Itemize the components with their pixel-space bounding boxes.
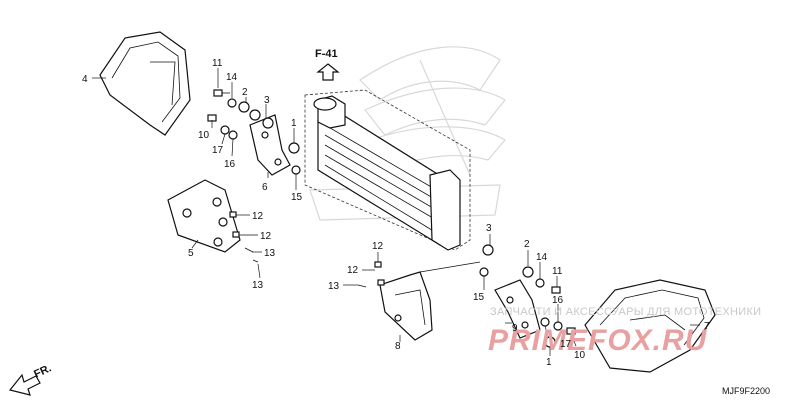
radiator xyxy=(313,95,461,251)
callout-9: 9 xyxy=(512,323,518,334)
callout-16: 16 xyxy=(552,295,564,306)
reference-arrow: F-41 xyxy=(315,48,340,81)
callout-3: 3 xyxy=(486,223,492,234)
callout-13: 13 xyxy=(252,280,264,291)
watermark-site: PRIMEFOX.RU xyxy=(488,324,708,357)
callout-17: 17 xyxy=(560,339,572,350)
callout-1: 1 xyxy=(546,357,552,368)
callout-numbers: 4 11 14 2 3 10 17 16 1 6 15 12 12 5 13 1… xyxy=(82,58,710,368)
callout-4: 4 xyxy=(82,74,88,85)
reference-label: F-41 xyxy=(315,48,338,60)
callout-11: 11 xyxy=(212,58,223,69)
callout-7: 7 xyxy=(704,321,710,332)
callout-15: 15 xyxy=(473,292,485,303)
callout-10: 10 xyxy=(198,130,210,141)
callout-13: 13 xyxy=(264,248,276,259)
diagram-code: MJF9F2200 xyxy=(722,386,770,396)
part-4-shroud xyxy=(92,31,191,136)
callout-10: 10 xyxy=(574,350,586,361)
callout-3: 3 xyxy=(264,95,270,106)
callout-15: 15 xyxy=(291,192,303,203)
callout-14: 14 xyxy=(536,252,548,263)
callout-1: 1 xyxy=(291,118,297,129)
part-8-bracket xyxy=(379,261,481,342)
part-7-shroud xyxy=(584,279,716,373)
callout-2: 2 xyxy=(242,87,248,98)
callout-12: 12 xyxy=(260,231,272,242)
callout-14: 14 xyxy=(226,72,238,83)
front-direction-indicator: FR. xyxy=(8,362,53,396)
callout-17: 17 xyxy=(212,145,224,156)
part-5-bracket xyxy=(167,179,241,253)
hardware xyxy=(207,89,576,348)
callout-12: 12 xyxy=(347,265,359,276)
part-9-stay xyxy=(494,279,541,339)
front-direction-label: FR. xyxy=(32,362,53,380)
radiator-group-outline xyxy=(304,89,471,251)
callout-5: 5 xyxy=(188,248,194,259)
callout-11: 11 xyxy=(552,266,563,277)
callout-2: 2 xyxy=(524,239,530,250)
callout-16: 16 xyxy=(224,159,236,170)
callout-8: 8 xyxy=(395,341,401,352)
leader-lines xyxy=(211,68,700,356)
callout-12: 12 xyxy=(372,241,384,252)
part-6-stay xyxy=(249,114,291,178)
watermark-tagline: ЗАПЧАСТИ И АКСЕССУАРЫ ДЛЯ МОТОТЕХНИКИ xyxy=(490,306,761,318)
callout-12: 12 xyxy=(252,211,264,222)
callout-13: 13 xyxy=(328,281,340,292)
callout-6: 6 xyxy=(262,182,268,193)
